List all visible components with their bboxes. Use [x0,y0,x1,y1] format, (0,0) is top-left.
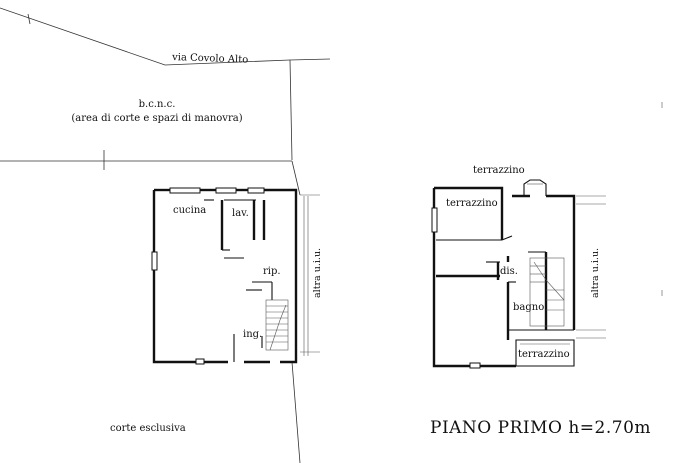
room-label-terrazzino-bottom: terrazzino [518,349,570,360]
room-label-cucina: cucina [173,205,206,216]
first-floor-stair [529,257,565,327]
street-label: via Covolo Alto [171,52,249,66]
room-label-terrazzino-top: terrazzino [473,165,525,176]
ground-floor-plan [151,187,309,365]
bcnc-description-label: (area di corte e spazi di manovra) [71,113,242,124]
room-label-rip: rip. [263,266,281,277]
first-floor-plan [431,102,663,369]
floor-title: PIANO PRIMO h=2.70m [430,418,651,438]
neighbour-unit-label-right: altra u.i.u. [590,248,601,298]
room-label-lav: lav. [232,208,249,219]
corte-esclusiva-label: corte esclusiva [110,423,186,434]
room-label-terrazzino: terrazzino [446,198,498,209]
ground-floor-stair [265,299,289,351]
room-label-dis: dis. [500,266,518,277]
bcnc-label: b.c.n.c. [139,99,176,110]
neighbour-unit-label-left: altra u.i.u. [312,248,323,298]
room-label-bagno: bagno [513,302,544,313]
site-boundary-lines [0,7,331,463]
room-label-ing: ing. [243,329,262,340]
